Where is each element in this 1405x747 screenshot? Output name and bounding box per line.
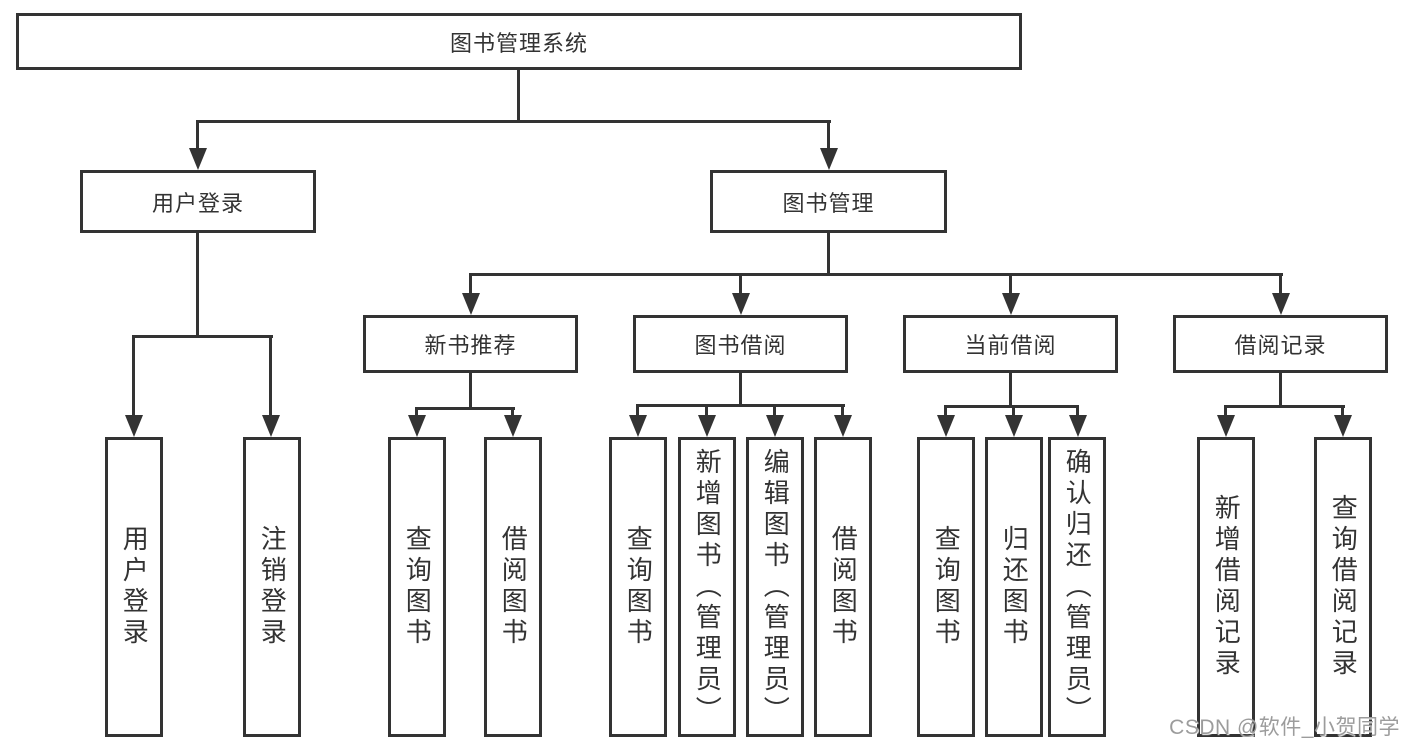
connector-current-split: [944, 405, 1079, 408]
node-book-management: 图书管理: [710, 170, 947, 233]
csdn-watermark: CSDN @软件_小贺同学: [1169, 716, 1400, 739]
leaf-label: 借阅图书: [828, 525, 859, 649]
leaf-records-query-record: 查询借阅记录: [1314, 437, 1372, 737]
arrow-down-icon: [408, 415, 426, 437]
connector-book-mgmt-stem: [827, 233, 830, 273]
leaf-label: 查询借阅记录: [1328, 494, 1359, 680]
leaf-newbook-borrow-book: 借阅图书: [484, 437, 542, 737]
arrow-down-icon: [698, 415, 716, 437]
leaf-current-return-book: 归还图书: [985, 437, 1043, 737]
arrow-down-icon: [1069, 415, 1087, 437]
leaf-borrow-edit-book-admin: 编辑图书（管理员）: [746, 437, 804, 737]
connector-leaf-drop: [511, 407, 514, 417]
connector-current-stem: [1009, 373, 1012, 405]
connector-level3-drop: [1279, 273, 1282, 295]
arrow-down-icon: [125, 415, 143, 437]
leaf-logout-login: 注销登录: [243, 437, 301, 737]
connector-root-stem: [517, 68, 520, 120]
node-borrow-records: 借阅记录: [1173, 315, 1388, 373]
connector-leaf-drop: [415, 407, 418, 417]
arrow-down-icon: [766, 415, 784, 437]
leaf-user-login: 用户登录: [105, 437, 163, 737]
connector-borrow-split: [636, 404, 845, 407]
node-root: 图书管理系统: [16, 13, 1022, 70]
leaf-borrow-add-book-admin: 新增图书（管理员）: [678, 437, 736, 737]
leaf-label: 借阅图书: [498, 525, 529, 649]
connector-records-stem: [1279, 373, 1282, 405]
arrow-down-icon: [820, 148, 838, 170]
arrow-down-icon: [1002, 293, 1020, 315]
connector-level3-drop: [469, 273, 472, 295]
leaf-label: 确认归还（管理员）: [1062, 447, 1093, 727]
arrow-down-icon: [462, 293, 480, 315]
node-new-book-recommend: 新书推荐: [363, 315, 578, 373]
leaf-label: 查询图书: [931, 525, 962, 649]
leaf-borrow-borrow-book: 借阅图书: [814, 437, 872, 737]
leaf-borrow-query-book: 查询图书: [609, 437, 667, 737]
connector-leaf-drop: [944, 405, 947, 417]
leaf-newbook-query-book: 查询图书: [388, 437, 446, 737]
leaf-label: 查询图书: [623, 525, 654, 649]
leaf-label: 新增借阅记录: [1211, 494, 1242, 680]
arrow-down-icon: [504, 415, 522, 437]
connector-user-login-drop: [196, 120, 199, 150]
connector-level3-split: [469, 273, 1283, 276]
arrow-down-icon: [629, 415, 647, 437]
node-book-borrow: 图书借阅: [633, 315, 848, 373]
arrow-down-icon: [1272, 293, 1290, 315]
leaf-label: 注销登录: [257, 525, 288, 649]
leaf-label: 查询图书: [402, 525, 433, 649]
leaf-current-query-book: 查询图书: [917, 437, 975, 737]
arrow-down-icon: [1334, 415, 1352, 437]
leaf-records-add-record: 新增借阅记录: [1197, 437, 1255, 737]
connector-leaf-drop: [705, 404, 708, 417]
leaf-label: 归还图书: [999, 525, 1030, 649]
arrow-down-icon: [1005, 415, 1023, 437]
connector-leaf-drop: [1224, 405, 1227, 417]
connector-level2-split: [197, 120, 831, 123]
connector-leaf-drop: [1341, 405, 1344, 417]
connector-leaf-drop: [841, 404, 844, 417]
connector-user-login-stem: [196, 233, 199, 335]
arrow-down-icon: [1217, 415, 1235, 437]
connector-newbook-stem: [469, 373, 472, 407]
connector-leaf-drop: [773, 404, 776, 417]
arrow-down-icon: [262, 415, 280, 437]
arrow-down-icon: [834, 415, 852, 437]
connector-leaf-drop: [1076, 405, 1079, 417]
arrow-down-icon: [937, 415, 955, 437]
arrow-down-icon: [189, 148, 207, 170]
connector-level3-drop: [739, 273, 742, 295]
leaf-label: 新增图书（管理员）: [692, 447, 723, 727]
connector-borrow-stem: [739, 373, 742, 404]
node-user-login: 用户登录: [80, 170, 316, 233]
node-current-borrow: 当前借阅: [903, 315, 1118, 373]
connector-leaf-drop: [1012, 405, 1015, 417]
connector-newbook-split: [415, 407, 515, 410]
connector-leaf-drop: [269, 335, 272, 417]
leaf-current-confirm-return-admin: 确认归还（管理员）: [1048, 437, 1106, 737]
leaf-label: 用户登录: [119, 525, 150, 649]
arrow-down-icon: [732, 293, 750, 315]
connector-leaf-drop: [636, 404, 639, 417]
connector-leaf-drop: [132, 335, 135, 417]
connector-records-split: [1224, 405, 1345, 408]
connector-book-mgmt-drop: [827, 120, 830, 150]
leaf-label: 编辑图书（管理员）: [760, 447, 791, 727]
connector-user-login-split: [132, 335, 273, 338]
connector-level3-drop: [1009, 273, 1012, 295]
